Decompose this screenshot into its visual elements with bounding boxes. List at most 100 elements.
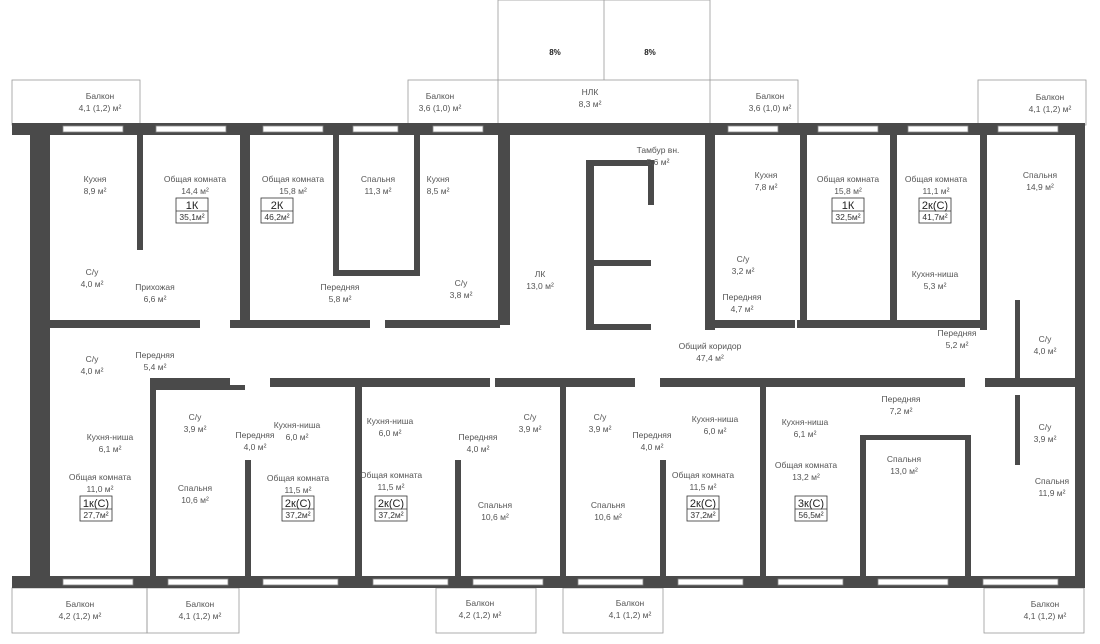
room-area: 3,9 м² — [589, 424, 612, 434]
wall — [586, 260, 651, 266]
room-name: ЛК — [535, 269, 546, 279]
room-name: Общая комната — [672, 470, 735, 480]
wall — [560, 387, 566, 576]
apartment-badge: 2к(С)37,2м² — [686, 495, 720, 522]
room-name: С/у — [189, 412, 203, 422]
room-name: Передняя — [459, 432, 498, 442]
room-area: 10,6 м² — [481, 512, 509, 522]
room-name: Балкон — [186, 599, 215, 609]
wall — [985, 378, 1075, 387]
room-area: 10,6 м² — [594, 512, 622, 522]
room-name: Кухня — [755, 170, 778, 180]
room-label: С/у 3,9 м² — [184, 412, 207, 434]
apartment-type: 2к(С) — [378, 498, 404, 510]
room-area: 7,8 м² — [755, 182, 778, 192]
apartment-type: 2к(С) — [285, 498, 311, 510]
entrance-ramp: 8% 8% — [497, 0, 711, 81]
apartment-area: 46,2м² — [264, 212, 289, 222]
room-name: Передняя — [321, 282, 360, 292]
room-label: С/у3,8 м² — [450, 278, 473, 300]
window — [997, 125, 1059, 133]
room-area: 8,5 м² — [427, 186, 450, 196]
room-name: Передняя — [723, 292, 762, 302]
slope-left-label: 8% — [549, 48, 561, 57]
window — [817, 125, 879, 133]
window — [677, 578, 744, 586]
wall — [30, 123, 50, 588]
room-area: 13,0 м² — [890, 466, 918, 476]
apartment-badge: 1к(С)27,7м² — [79, 495, 113, 522]
room-name: Кухня-ниша — [274, 420, 321, 430]
room-name: С/у — [1039, 422, 1053, 432]
window — [777, 578, 844, 586]
room-area: 3,9 м² — [184, 424, 207, 434]
room-area: 5,3 м² — [924, 281, 947, 291]
window — [262, 578, 339, 586]
room-label: С/у4,0 м² — [1034, 334, 1057, 356]
wall — [980, 135, 987, 330]
apartment-badge: 2к(С)37,2м² — [374, 495, 408, 522]
wall — [705, 320, 795, 328]
apartment-badge: 2к(С)41,7м² — [918, 197, 952, 224]
window — [262, 125, 324, 133]
wall — [660, 378, 965, 387]
room-name: С/у — [86, 354, 100, 364]
room-name: Общая комната — [905, 174, 968, 184]
room-area: 8,9 м² — [84, 186, 107, 196]
room-name: Общая комната — [69, 472, 132, 482]
apartment-area: 41,7м² — [922, 212, 947, 222]
room-label: С/у 4,0 м² — [81, 354, 104, 376]
room-label: С/у3,2 м² — [732, 254, 755, 276]
room-label: Балкон 4,1 (1,2) м² — [179, 599, 222, 621]
window — [982, 578, 1059, 586]
room-name: С/у — [737, 254, 751, 264]
room-name: Передняя — [633, 430, 672, 440]
room-name: Передняя — [938, 328, 977, 338]
room-area: 13,0 м² — [526, 281, 554, 291]
room-area: 5,8 м² — [329, 294, 352, 304]
apartment-area: 37,2м² — [285, 510, 310, 520]
room-name: С/у — [524, 412, 538, 422]
room-area: 13,2 м² — [792, 472, 820, 482]
room-label: Кухня-ниша 5,3 м² — [912, 269, 959, 291]
room-name: С/у — [86, 267, 100, 277]
room-area: 4,1 (1,2) м² — [179, 611, 222, 621]
window — [352, 125, 399, 133]
room-name: Спальня — [887, 454, 922, 464]
wall — [890, 135, 897, 327]
window — [907, 125, 969, 133]
wall — [705, 123, 715, 330]
wall — [800, 135, 807, 327]
room-name: Общая комната — [267, 473, 330, 483]
room-name: Спальня — [591, 500, 626, 510]
room-area: 4,0 м² — [1034, 346, 1057, 356]
room-name: Кухня-ниша — [912, 269, 959, 279]
room-area: 7,2 м² — [890, 406, 913, 416]
apartment-badge: 2к(С)37,2м² — [281, 495, 315, 522]
room-name: Прихожая — [135, 282, 175, 292]
room-area: 4,0 м² — [81, 366, 104, 376]
apartment-area: 37,2м² — [378, 510, 403, 520]
wall — [586, 160, 594, 330]
room-area: 6,0 м² — [704, 426, 727, 436]
